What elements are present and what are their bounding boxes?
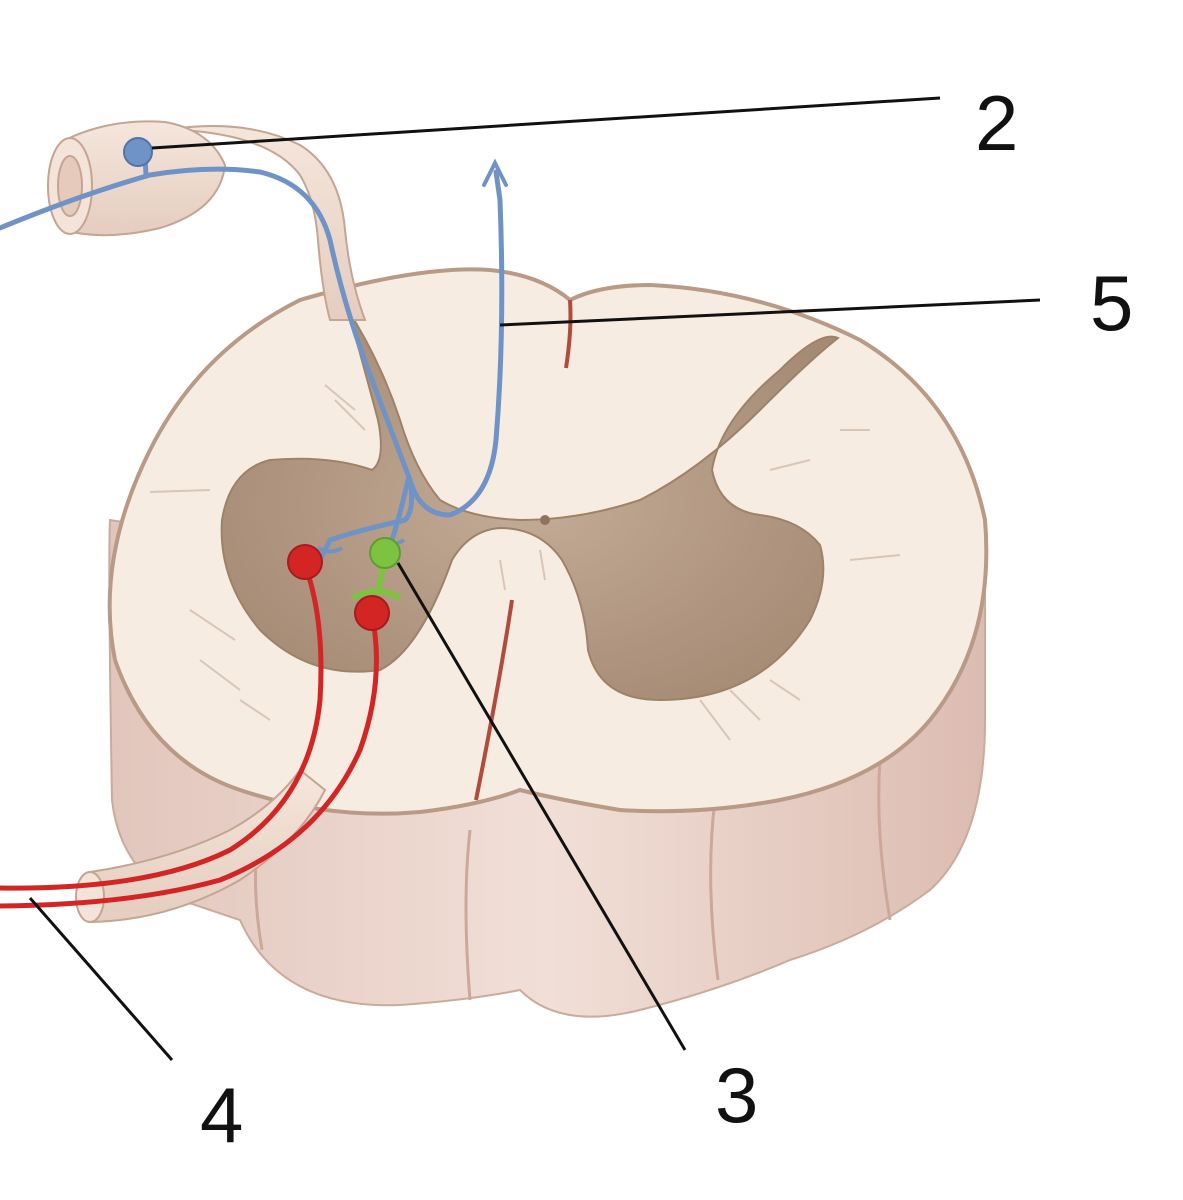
sensory-cell-body [123, 137, 153, 167]
label-3: 3 [715, 1051, 758, 1139]
leader-line-4 [28, 897, 174, 1061]
ganglion-cut-core [57, 155, 83, 217]
side-fold-line [877, 759, 892, 921]
sensory-axon-peripheral [0, 166, 263, 231]
interneuron-cell-body [369, 537, 401, 569]
central-canal [540, 515, 550, 525]
interneuron [350, 537, 402, 601]
motor-cell-body-2 [354, 595, 390, 631]
dorsal-root-nerve [179, 125, 367, 321]
spinal-cord-segment [107, 267, 989, 1018]
label-4: 4 [200, 1071, 243, 1159]
side-fold-line [464, 829, 472, 1001]
dorsal-root [47, 120, 367, 321]
sensory-branch-interneuron [389, 477, 411, 543]
label-2: 2 [975, 79, 1018, 167]
motor-axon-2 [0, 612, 379, 909]
ventral-root-cut-end [75, 871, 105, 923]
motor-neurons [0, 562, 379, 909]
tract-streaks [149, 384, 901, 741]
leader-line-5 [499, 298, 1041, 327]
motor-axon-1 [0, 562, 324, 891]
label-5: 5 [1090, 259, 1133, 347]
sensory-neuron [0, 149, 508, 563]
interneuron-terminal [350, 588, 402, 601]
motor-cell-body-1 [287, 544, 323, 580]
ascending-arrow [482, 158, 508, 187]
leader-lines [28, 96, 1041, 1061]
ventral-root-nerve [88, 768, 327, 924]
leader-line-2 [151, 96, 941, 150]
sensory-branch-motor [317, 517, 408, 563]
leader-line-3 [396, 562, 687, 1051]
sensory-branch-ascending [407, 169, 505, 518]
posterior-median-sulcus [564, 299, 573, 369]
anterior-median-fissure [474, 599, 514, 801]
side-fold-line [709, 799, 720, 981]
